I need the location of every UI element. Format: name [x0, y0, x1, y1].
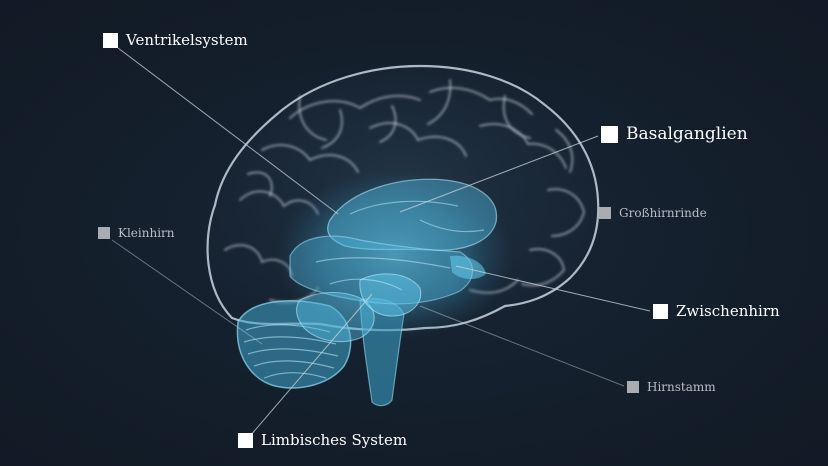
label-grosshirnrinde[interactable]: Großhirnrinde: [599, 206, 707, 220]
leader-line-kleinhirn: [111, 239, 263, 345]
label-marker-icon: [599, 207, 611, 219]
label-text: Großhirnrinde: [619, 206, 707, 220]
label-basalganglien[interactable]: Basalganglien: [601, 124, 748, 144]
label-marker-icon: [627, 381, 639, 393]
label-marker-icon: [98, 227, 110, 239]
label-text: Hirnstamm: [647, 380, 716, 394]
label-marker-icon: [103, 32, 118, 48]
leader-line-zwischenhirn: [455, 265, 651, 312]
leader-line-limbisches-system: [249, 293, 373, 437]
label-limbisches-system[interactable]: Limbisches System: [238, 431, 407, 449]
label-text: Ventrikelsystem: [126, 31, 248, 49]
label-text: Limbisches System: [261, 431, 408, 449]
label-marker-icon: [601, 125, 618, 143]
leader-line-basalganglien: [399, 135, 599, 213]
label-zwischenhirn[interactable]: Zwischenhirn: [653, 302, 780, 320]
leader-lines: [111, 47, 651, 437]
label-hirnstamm[interactable]: Hirnstamm: [627, 380, 716, 394]
label-ventrikelsystem[interactable]: Ventrikelsystem: [103, 31, 248, 49]
label-text: Basalganglien: [626, 124, 748, 144]
label-kleinhirn[interactable]: Kleinhirn: [98, 226, 175, 240]
label-marker-icon: [238, 432, 253, 448]
leader-line-ventrikelsystem: [117, 47, 339, 215]
label-marker-icon: [653, 303, 668, 319]
label-text: Kleinhirn: [118, 226, 175, 240]
leader-line-hirnstamm: [419, 305, 625, 387]
label-text: Zwischenhirn: [676, 302, 780, 320]
inner-structures: [275, 170, 515, 343]
